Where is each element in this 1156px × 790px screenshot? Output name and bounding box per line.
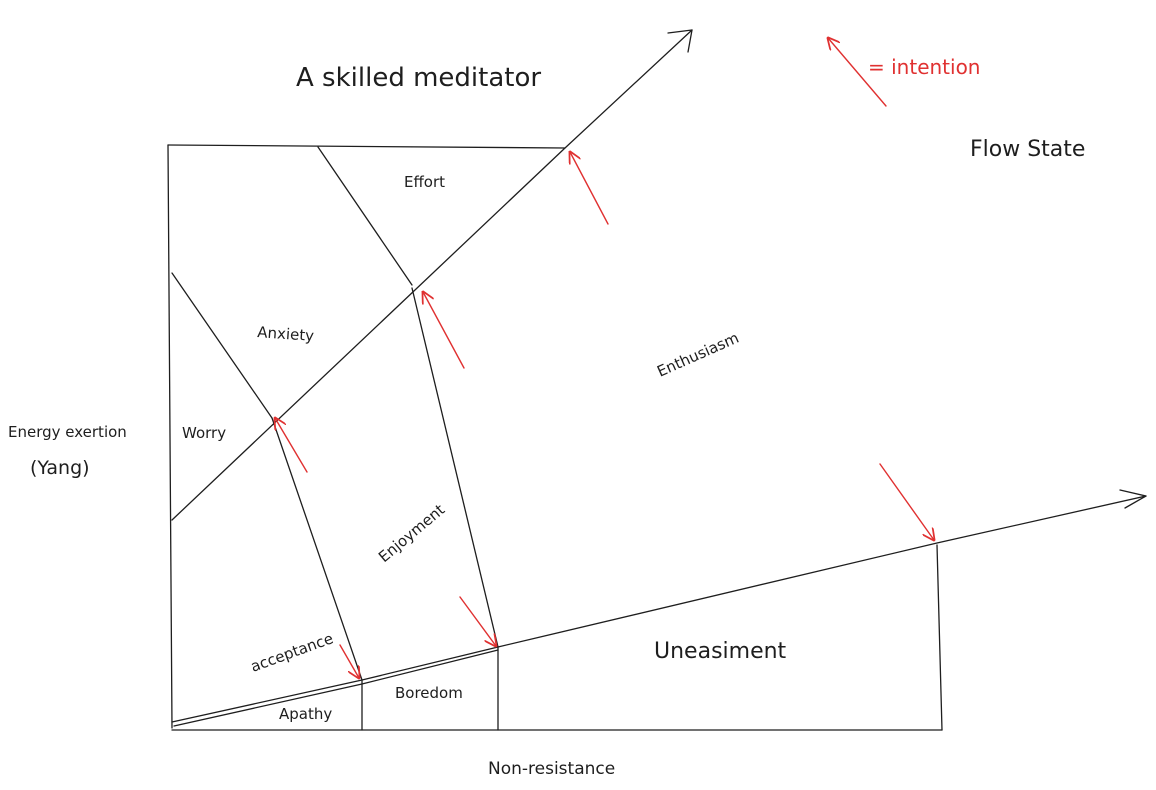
anxiety-divider bbox=[171, 272, 273, 419]
frame-top-line bbox=[167, 144, 566, 149]
region-enjoyment: Enjoyment bbox=[375, 500, 448, 566]
effort-divider bbox=[317, 146, 413, 286]
x-axis-label: Non-resistance bbox=[488, 759, 615, 779]
region-effort: Effort bbox=[404, 173, 445, 191]
region-dividers bbox=[171, 146, 499, 731]
non-resistance-axis-arrow bbox=[171, 489, 1147, 727]
region-apathy: Apathy bbox=[279, 705, 332, 723]
region-enthusiasm: Enthusiasm bbox=[654, 329, 741, 381]
intention-arrow-worry bbox=[275, 418, 308, 473]
frame-left-line bbox=[167, 144, 173, 729]
intention-arrow-anxiety bbox=[423, 292, 465, 369]
diagram-title: A skilled meditator bbox=[296, 63, 541, 93]
region-acceptance: acceptance bbox=[248, 629, 335, 675]
y-axis-label: Energy exertion bbox=[8, 423, 127, 441]
intention-arrow-effort bbox=[570, 152, 609, 225]
frame-right-line bbox=[936, 544, 943, 731]
enjoyment-left-divider bbox=[271, 417, 363, 731]
region-anxiety: Anxiety bbox=[257, 323, 315, 345]
intention-arrow-enjoyment bbox=[459, 596, 496, 646]
region-worry: Worry bbox=[182, 424, 226, 442]
intention-arrows bbox=[275, 38, 934, 678]
frame bbox=[167, 144, 943, 731]
intention-arrow-uneasiment bbox=[879, 463, 934, 540]
yang-axis-arrow bbox=[171, 29, 693, 521]
region-uneasiment: Uneasiment bbox=[654, 639, 787, 664]
intention-arrow-acceptance bbox=[339, 644, 359, 678]
flow-state-label: Flow State bbox=[970, 137, 1085, 162]
enjoyment-right-divider bbox=[411, 287, 499, 731]
region-boredom: Boredom bbox=[395, 684, 463, 702]
intention-arrow-legend bbox=[828, 38, 887, 107]
legend-text: = intention bbox=[868, 55, 980, 79]
y-axis-sublabel: (Yang) bbox=[30, 457, 90, 479]
